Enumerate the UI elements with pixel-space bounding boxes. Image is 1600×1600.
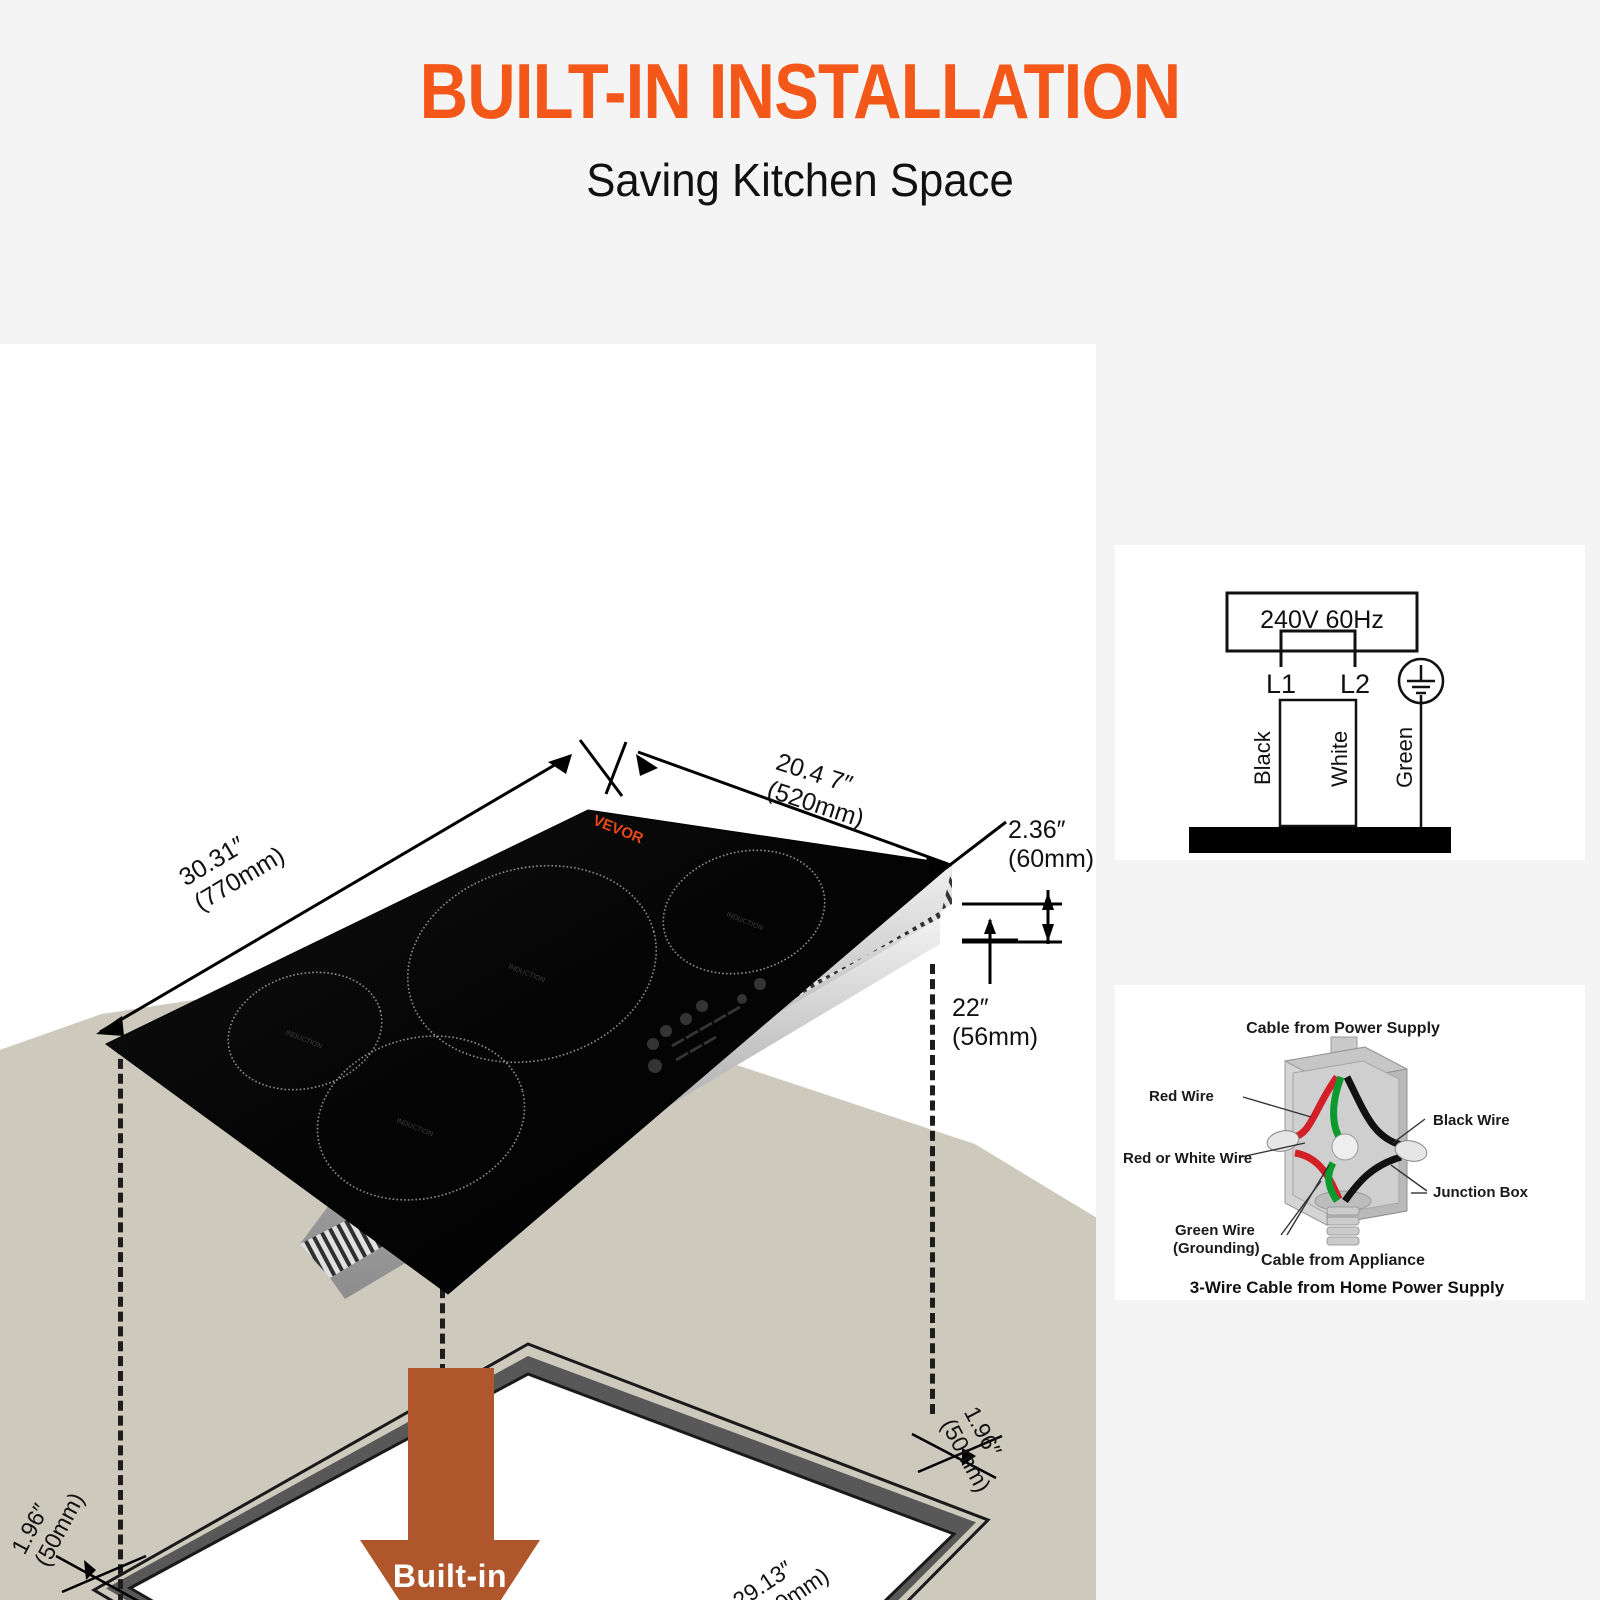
label-junction-box: Junction Box	[1433, 1184, 1529, 1201]
label-green-wire-2: (Grounding)	[1173, 1240, 1260, 1257]
burner-ring-center	[406, 864, 658, 1064]
arrow-shaft	[408, 1368, 494, 1548]
thickness-dimension	[962, 890, 1062, 984]
wire-green-label: Green	[1392, 727, 1417, 788]
label-green-wire-1: Green Wire	[1175, 1222, 1255, 1239]
dim-total-height: 2.36″ (60mm)	[1008, 816, 1095, 873]
label-cable-power-supply: Cable from Power Supply	[1246, 1020, 1440, 1037]
guide-line-right	[930, 964, 935, 1414]
label-red-or-white-wire: Red or White Wire	[1123, 1150, 1252, 1167]
terminal-l2-label: L2	[1340, 669, 1370, 699]
cutout-outline	[91, 1342, 991, 1600]
wiring-diagram-panel: 240V 60Hz L1 L2 Black White Green	[1115, 545, 1585, 860]
guide-line-left	[118, 1044, 123, 1600]
earth-ground-icon	[1397, 657, 1445, 705]
label-cable-appliance: Cable from Appliance	[1261, 1252, 1425, 1269]
built-in-label: Built-in	[392, 1558, 508, 1594]
label-black-wire: Black Wire	[1433, 1112, 1510, 1129]
dim-glass-height: 22″ (56mm)	[952, 994, 1039, 1051]
cutout-dimension-leaders	[55, 1432, 1003, 1600]
header: BUILT-IN INSTALLATION Saving Kitchen Spa…	[0, 0, 1600, 207]
black-wire-lower	[1342, 1153, 1403, 1204]
page-subtitle: Saving Kitchen Space	[586, 154, 1014, 206]
cooktop-graphic: VEVOR INDUCTION INDUCTION INDUCTION INDU…	[55, 739, 1062, 1600]
wiring-diagram-graphic: 240V 60Hz L1 L2 Black White Green	[1189, 591, 1451, 853]
junction-box-panel: Red Wire Red or White Wire Green Wire (G…	[1115, 985, 1585, 1300]
label-red-wire: Red Wire	[1149, 1088, 1214, 1105]
wire-black-label: Black	[1250, 730, 1275, 785]
wire-white-label: White	[1327, 731, 1352, 787]
terminal-l1-label: L1	[1266, 669, 1296, 699]
built-in-arrow: Built-in	[360, 1368, 540, 1600]
installation-illustration-panel: VEVOR INDUCTION INDUCTION INDUCTION INDU…	[0, 344, 1096, 1600]
green-wire-lower	[1325, 1161, 1340, 1203]
supply-voltage-label: 240V 60Hz	[1260, 606, 1384, 634]
burner-ring-left	[227, 971, 383, 1091]
page-title: BUILT-IN INSTALLATION	[419, 47, 1182, 135]
burner-ring-top-right	[662, 849, 826, 975]
control-panel	[647, 978, 766, 1073]
junction-caption: 3-Wire Cable from Home Power Supply	[1190, 1278, 1505, 1297]
junction-box-graphic: Red Wire Red or White Wire Green Wire (G…	[1123, 1020, 1529, 1297]
